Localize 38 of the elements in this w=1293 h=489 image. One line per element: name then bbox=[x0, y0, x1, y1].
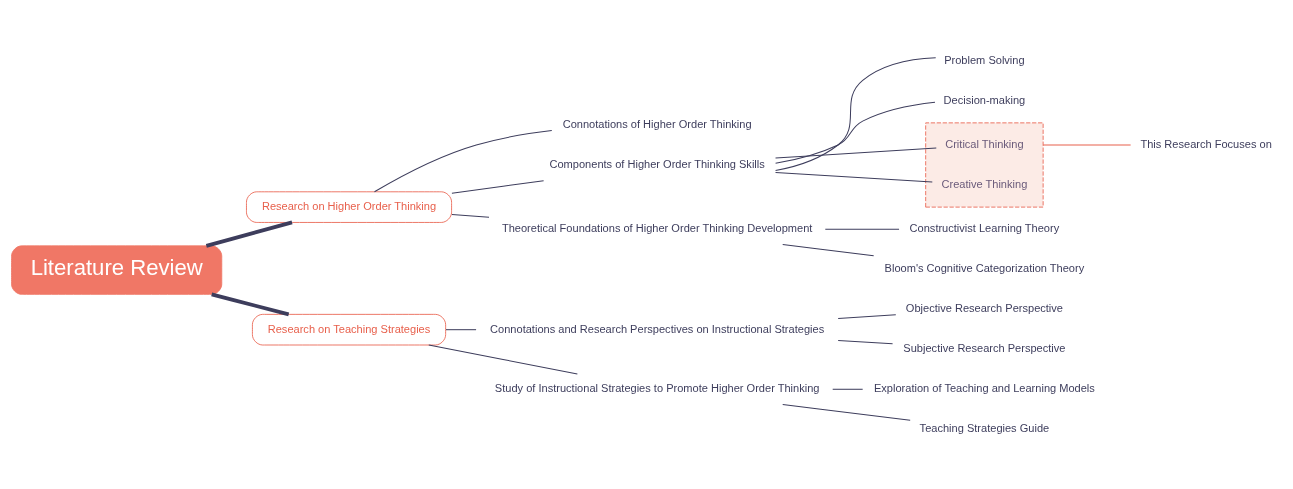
connector bbox=[775, 101, 936, 164]
node-text: Theoretical Foundations of Higher Order Thinking Development bbox=[501, 221, 813, 234]
cluster bbox=[925, 121, 1044, 208]
node-text: Study of Instructional Strategies to Promote Higher Order Thinking bbox=[494, 381, 820, 394]
node-text: Decision-making bbox=[943, 93, 1026, 106]
connector bbox=[775, 56, 937, 171]
connector bbox=[428, 344, 578, 374]
connector bbox=[837, 339, 894, 344]
node-text: Bloom's Cognitive Categorization Theory bbox=[884, 261, 1085, 274]
node-text: Connotations and Research Perspectives on Instructional Strategies bbox=[490, 322, 825, 335]
node-text: Teaching Strategies Guide bbox=[919, 421, 1050, 434]
node-text: Constructivist Learning Theory bbox=[909, 221, 1060, 234]
node-text: Subjective Research Perspective bbox=[903, 341, 1066, 354]
connector bbox=[1042, 144, 1132, 145]
node-text: This Research Focuses on bbox=[1140, 137, 1272, 150]
node-text: Objective Research Perspective bbox=[905, 301, 1063, 314]
node-text: Creative Thinking bbox=[941, 177, 1028, 190]
node-box: Literature Review bbox=[11, 244, 223, 295]
node-box: Research on Higher Order Thinking bbox=[246, 190, 452, 223]
connector bbox=[824, 228, 900, 230]
connector bbox=[782, 243, 875, 256]
connector bbox=[451, 213, 490, 218]
connector bbox=[775, 171, 933, 182]
connector bbox=[775, 146, 937, 159]
connector bbox=[445, 328, 477, 330]
node-text: Components of Higher Order Thinking Skills bbox=[549, 157, 765, 170]
node-text: Exploration of Teaching and Learning Models bbox=[873, 381, 1095, 394]
connector bbox=[211, 292, 290, 316]
connector bbox=[832, 388, 864, 390]
node-text: Problem Solving bbox=[944, 53, 1025, 66]
node-text: Critical Thinking bbox=[945, 137, 1024, 150]
connector bbox=[205, 220, 293, 248]
connector bbox=[837, 313, 897, 319]
connector bbox=[373, 129, 553, 192]
connector bbox=[451, 179, 545, 194]
node-text: Connotations of Higher Order Thinking bbox=[562, 117, 752, 130]
connector bbox=[782, 403, 911, 421]
node-box: Research on Teaching Strategies bbox=[252, 313, 447, 345]
